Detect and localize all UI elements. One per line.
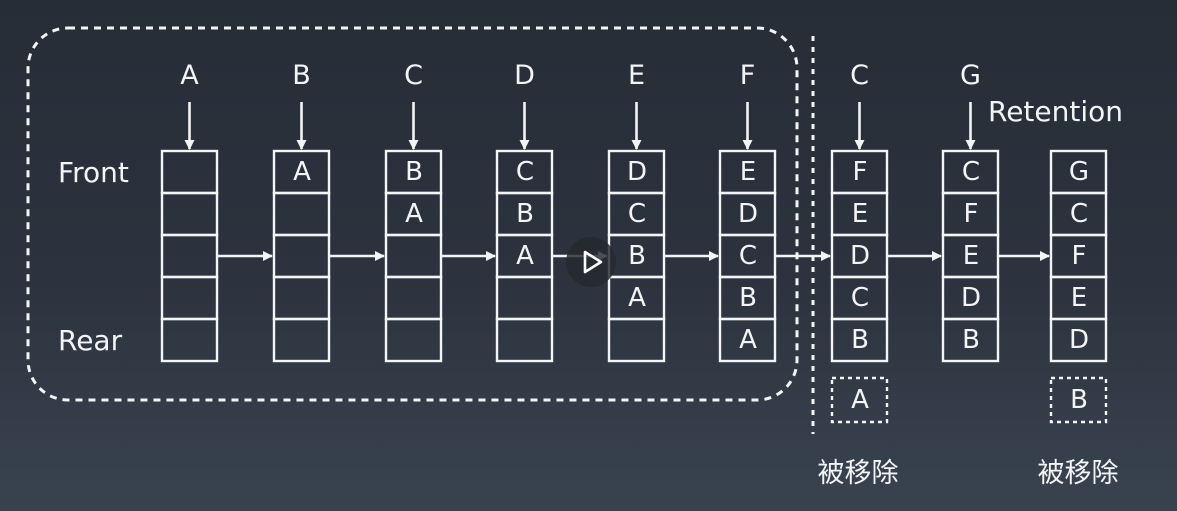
dashed-group-box xyxy=(26,26,799,402)
cell-value xyxy=(497,319,553,361)
access-letter: E xyxy=(627,60,646,91)
cell-value: F xyxy=(852,157,868,187)
cell-value: A xyxy=(739,325,757,355)
cell-value: C xyxy=(738,241,758,271)
cell-value xyxy=(609,319,665,361)
cell-value: C xyxy=(961,157,981,187)
cell-value xyxy=(162,319,218,361)
front-label: Front xyxy=(58,156,129,189)
access-letter: G xyxy=(960,60,981,91)
cell-value xyxy=(274,235,330,277)
cell-value xyxy=(162,193,218,235)
cell-value: E xyxy=(962,241,980,271)
cell-value: C xyxy=(515,157,535,187)
cell-value: D xyxy=(960,283,982,313)
cell-value xyxy=(162,235,218,277)
cell-value: A xyxy=(405,199,423,229)
cell-value: D xyxy=(737,199,759,229)
cell-value: F xyxy=(963,199,979,229)
queue-cell xyxy=(718,317,777,363)
queue-cell xyxy=(1049,317,1108,363)
cell-value: C xyxy=(850,283,870,313)
cell-value: E xyxy=(739,157,757,187)
cell-value: F xyxy=(1071,241,1087,271)
removed-item-box xyxy=(1049,376,1108,424)
removed-item-box xyxy=(830,376,889,424)
queue-cell xyxy=(941,317,1000,363)
play-button[interactable] xyxy=(566,237,616,287)
access-letter: A xyxy=(180,60,199,91)
access-letter: F xyxy=(739,60,756,91)
cell-value: E xyxy=(851,199,869,229)
cell-value: B xyxy=(851,325,869,355)
access-letter: C xyxy=(404,60,423,91)
rear-label: Rear xyxy=(58,324,123,357)
cell-value: B xyxy=(739,283,757,313)
cell-value xyxy=(162,277,218,319)
removed-item-value: B xyxy=(1070,385,1088,415)
cell-value: E xyxy=(1070,283,1088,313)
cell-value: D xyxy=(626,157,648,187)
queue-cell xyxy=(160,317,219,363)
queue-cell xyxy=(272,317,331,363)
cell-value: C xyxy=(627,199,647,229)
cell-value: A xyxy=(293,157,311,187)
cell-value xyxy=(274,277,330,319)
cell-value xyxy=(162,151,218,193)
queue-cell xyxy=(607,317,666,363)
queue-cell xyxy=(830,317,889,363)
cell-value: B xyxy=(628,241,646,271)
queue-cell xyxy=(384,317,443,363)
access-letter: C xyxy=(850,60,869,91)
cell-value xyxy=(386,319,442,361)
cell-value: D xyxy=(849,241,871,271)
play-icon xyxy=(583,250,603,274)
queue-cell xyxy=(495,317,554,363)
removed-label-2: 被移除 xyxy=(1037,458,1119,489)
cell-value xyxy=(274,193,330,235)
cell-value xyxy=(497,277,553,319)
retention-label: Retention xyxy=(988,95,1124,128)
cell-value: G xyxy=(1068,157,1090,187)
cell-value xyxy=(386,235,442,277)
cell-value: A xyxy=(628,283,646,313)
cell-value: B xyxy=(405,157,423,187)
access-letter: D xyxy=(514,60,535,91)
cell-value: D xyxy=(1068,325,1090,355)
cell-value xyxy=(274,319,330,361)
removed-label-1: 被移除 xyxy=(817,458,899,489)
cell-value xyxy=(386,277,442,319)
cell-value: A xyxy=(516,241,534,271)
cell-value: C xyxy=(1069,199,1089,229)
cell-value: B xyxy=(962,325,980,355)
removed-item-value: A xyxy=(851,385,869,415)
access-letter: B xyxy=(292,60,311,91)
cell-value: B xyxy=(516,199,534,229)
